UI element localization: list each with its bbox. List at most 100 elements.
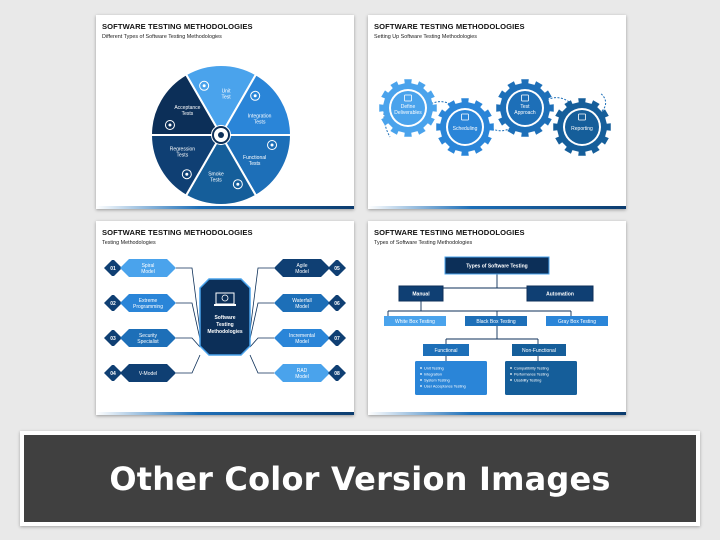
methodology-number: 06: [334, 301, 340, 307]
gear-code-icon: [199, 80, 210, 91]
tree-node-label: Automation: [546, 291, 574, 297]
connector-line: [176, 337, 201, 348]
methodology-number: 01: [110, 266, 116, 272]
list-item: Usability Testing: [514, 378, 541, 382]
slide-title: SOFTWARE TESTING METHODOLOGIES: [102, 22, 253, 31]
methodology-number: 07: [334, 336, 340, 342]
dashed-arrow: [599, 92, 607, 112]
tree-node-label: Manual: [412, 291, 430, 297]
slide-accent-bar: [368, 412, 626, 415]
tree-node-level2: Black Box Testing: [465, 316, 527, 326]
bullet-dot: [420, 373, 422, 375]
gear-core: [565, 110, 599, 144]
gear-icon: [250, 90, 261, 101]
bullet-dot: [510, 367, 512, 369]
monitor-icon: [267, 140, 278, 151]
methodology-number: 08: [334, 371, 340, 377]
slide-accent-bar: [96, 412, 354, 415]
list-item: Compatibility Testing: [514, 366, 549, 370]
center-octagon: [199, 278, 251, 356]
tree-root-label: Types of Software Testing: [466, 264, 528, 270]
tree-node-manual: Manual: [398, 285, 444, 302]
slide-thumbnail-methodologies[interactable]: SOFTWARE TESTING METHODOLOGIES Testing M…: [96, 221, 354, 415]
connector-line: [176, 267, 201, 332]
slide-thumbnail-tree[interactable]: SOFTWARE TESTING METHODOLOGIES Types of …: [368, 221, 626, 415]
slide-accent-bar: [368, 206, 626, 209]
methodology-number: 05: [334, 266, 340, 272]
methodology-number: 04: [110, 371, 116, 377]
color-versions-banner: Other Color Version Images: [20, 431, 700, 526]
banner-text: Other Color Version Images: [109, 459, 611, 498]
gear-label: Scheduling: [453, 126, 478, 132]
tree-connector: [387, 301, 572, 316]
tree-node-label: Gray Box Testing: [558, 319, 596, 325]
gear-label: Reporting: [571, 126, 593, 132]
tree-node-level2: White Box Testing: [384, 316, 446, 326]
banner-background: Other Color Version Images: [24, 435, 696, 522]
connector-line: [249, 337, 274, 348]
methodology-number: 02: [110, 301, 116, 307]
document-icon: [521, 94, 529, 102]
tree-node-nonfunctional: Non-Functional: [512, 344, 566, 356]
slide-thumbnail-pie[interactable]: SOFTWARE TESTING METHODOLOGIES Different…: [96, 15, 354, 209]
gear-icon: [181, 169, 192, 180]
tree-node-label: Black Box Testing: [476, 319, 516, 325]
fire-icon: [232, 179, 243, 190]
list-item: Performance Testing: [514, 372, 549, 376]
tree-node-label: White Box Testing: [395, 319, 435, 325]
slide-subtitle: Types of Software Testing Methodologies: [374, 240, 473, 246]
people-icon: [164, 119, 175, 130]
tree-node-label: Non-Functional: [522, 348, 556, 354]
slide-title: SOFTWARE TESTING METHODOLOGIES: [374, 228, 525, 237]
list-item: User Acceptance Testing: [424, 384, 466, 388]
methodology-item-left: 04 V-Model: [104, 364, 176, 382]
bullet-dot: [420, 385, 422, 387]
slide-thumbnail-gears[interactable]: SOFTWARE TESTING METHODOLOGIES Setting U…: [368, 15, 626, 209]
connector-line: [249, 354, 274, 374]
list-item: System Testing: [424, 378, 450, 382]
tree-root: Types of Software Testing: [444, 256, 550, 275]
bullet-dot: [420, 367, 422, 369]
methodology-number: 03: [110, 336, 116, 342]
slide-subtitle: Testing Methodologies: [102, 240, 156, 246]
bullet-dot: [420, 379, 422, 381]
list-item: Integration: [424, 372, 442, 376]
calendar-icon: [461, 113, 469, 121]
slide-title: SOFTWARE TESTING METHODOLOGIES: [102, 228, 253, 237]
tree-node-level2: Gray Box Testing: [546, 316, 608, 326]
connector-line: [176, 354, 201, 374]
tree-connector: [420, 274, 574, 293]
slide-title: SOFTWARE TESTING METHODOLOGIES: [374, 22, 525, 31]
tree-node-label: Functional: [434, 348, 457, 354]
slide-accent-bar: [96, 206, 354, 209]
bullet-dot: [510, 373, 512, 375]
methodology-label: V-Model: [139, 371, 157, 377]
slide-subtitle: Different Types of Software Testing Meth…: [102, 34, 222, 40]
gear-core: [391, 91, 425, 125]
tree-node-automation: Automation: [526, 285, 594, 302]
laptop-gear-icon: [214, 292, 236, 306]
